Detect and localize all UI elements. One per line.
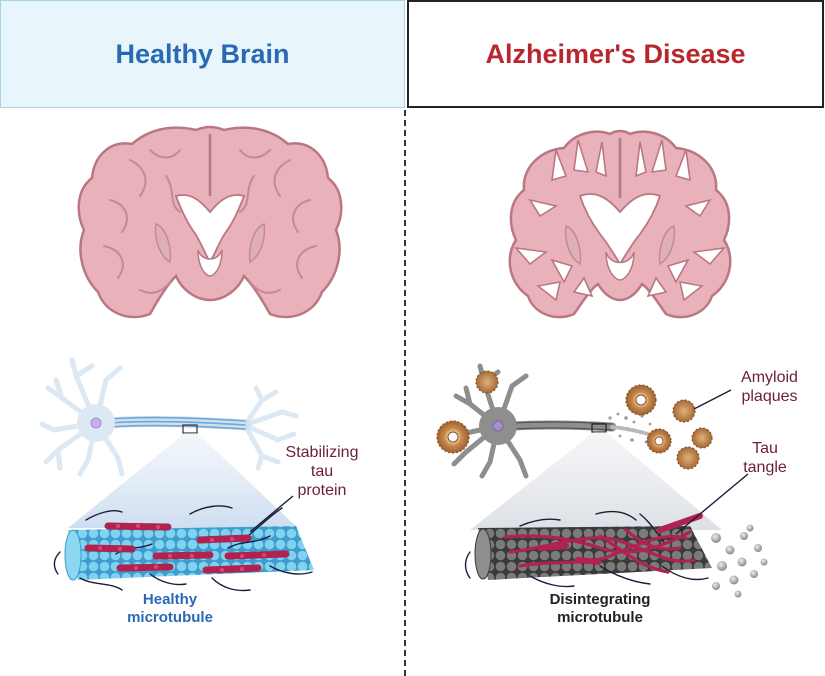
healthy-brain-header: Healthy Brain — [0, 0, 405, 108]
healthy-microtubule-label-line2: microtubule — [127, 608, 213, 626]
stabilizing-tau-pointer — [249, 495, 294, 533]
alzheimers-title: Alzheimer's Disease — [485, 38, 746, 69]
dashed-divider — [404, 110, 406, 676]
stabilizing-tau-label-line3: protein — [297, 481, 347, 499]
disintegrating-microtubule-icon — [464, 510, 768, 598]
healthy-brain-title: Healthy Brain — [115, 38, 290, 69]
alzheimers-zoom-cone — [470, 432, 722, 530]
alzheimers-header: Alzheimer's Disease — [407, 0, 824, 108]
healthy-microtubule-label-line1: Healthy — [142, 591, 198, 608]
alzheimers-brain-icon — [508, 129, 732, 319]
amyloid-plaque — [672, 399, 696, 423]
healthy-nucleus — [90, 417, 102, 429]
amyloid-plaques-icon — [436, 370, 713, 470]
healthy-brain-icon — [77, 125, 343, 319]
healthy-microtubule-icon — [53, 505, 314, 592]
disintegrating-microtubule-label: Disintegrating microtubule — [520, 591, 680, 626]
amyloid-plaques-label: Amyloid plaques — [722, 369, 817, 407]
alzheimers-nucleus — [492, 420, 504, 432]
tau-tangle-label: Tau tangle — [725, 440, 805, 478]
amyloid-plaque — [646, 428, 672, 454]
stabilizing-tau-label-line2: tau — [310, 462, 334, 480]
healthy-zoom-cone — [68, 433, 298, 528]
amyloid-plaques-label-line1: Amyloid — [741, 369, 798, 386]
amyloid-plaque — [676, 446, 700, 470]
loose-tubulin-particles — [711, 524, 768, 598]
healthy-microtubule-label: Healthy microtubule — [100, 591, 240, 626]
stabilizing-tau-label: Stabilizing tau protein — [262, 444, 382, 501]
amyloid-plaque — [436, 420, 470, 454]
disintegrating-microtubule-label-line1: Disintegrating — [549, 591, 651, 608]
tau-tangle-label-line2: tangle — [743, 458, 787, 476]
tau-tangle-pointer — [675, 473, 749, 535]
amyloid-plaques-label-line2: plaques — [741, 387, 798, 405]
disintegrating-microtubule-label-line2: microtubule — [557, 608, 643, 626]
stabilizing-tau-label-line1: Stabilizing — [285, 444, 359, 461]
amyloid-plaque — [475, 370, 499, 394]
amyloid-plaque — [691, 427, 713, 449]
amyloid-plaques-pointer — [693, 389, 732, 410]
amyloid-plaque — [625, 384, 657, 416]
tau-tangle-label-line1: Tau — [752, 440, 778, 457]
